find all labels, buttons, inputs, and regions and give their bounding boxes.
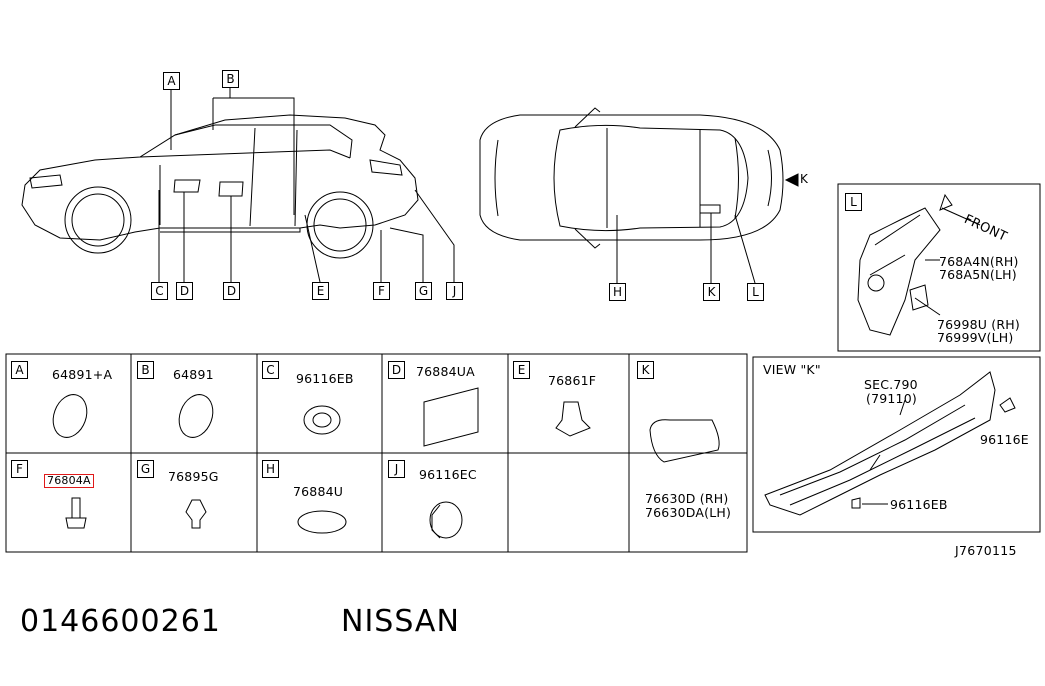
grid-tag-j: J bbox=[388, 460, 405, 478]
callout-h: H bbox=[609, 283, 626, 301]
grid-pn-e: 76861F bbox=[548, 373, 597, 388]
view-k-sec-sub: (79110) bbox=[866, 391, 917, 406]
detail-l-frame bbox=[837, 183, 1041, 352]
detail-l-pn-3: 76998U (RH) bbox=[937, 317, 1020, 332]
grid-pn-b: 64891 bbox=[173, 367, 214, 382]
detail-l-pn-1: 768A4N(RH) bbox=[939, 254, 1019, 269]
grid-pn-g: 76895G bbox=[168, 469, 219, 484]
side-leaders bbox=[158, 86, 455, 283]
callout-g: G bbox=[415, 282, 432, 300]
grid-pn-a: 64891+A bbox=[52, 367, 113, 382]
detail-l-pn-4: 76999V(LH) bbox=[937, 330, 1014, 345]
view-k-sec: SEC.790 bbox=[864, 377, 918, 392]
grid-pn-f-highlighted: 76804A bbox=[44, 474, 94, 488]
grid-pn-k-rh: 76630D (RH) bbox=[645, 491, 729, 506]
side-view-car bbox=[21, 114, 419, 259]
grid-pn-d: 76884UA bbox=[416, 364, 475, 379]
callout-l: L bbox=[747, 283, 764, 301]
top-view-car bbox=[479, 107, 784, 249]
callout-k: K bbox=[703, 283, 720, 301]
grid-tag-c: C bbox=[262, 361, 279, 379]
grid-tag-f: F bbox=[11, 460, 28, 478]
footer-part-number: 0146600261 bbox=[20, 604, 221, 639]
callout-e: E bbox=[312, 282, 329, 300]
grid-pn-c: 96116EB bbox=[296, 371, 354, 386]
detail-l-tag: L bbox=[845, 193, 862, 211]
footer-brand: NISSAN bbox=[341, 604, 460, 639]
grid-tag-d: D bbox=[388, 361, 405, 379]
view-k-title: VIEW "K" bbox=[763, 362, 821, 377]
callout-f: F bbox=[373, 282, 390, 300]
view-k-part-bottom: 96116EB bbox=[890, 497, 948, 512]
grid-tag-b: B bbox=[137, 361, 154, 379]
grid-pn-j: 96116EC bbox=[419, 467, 477, 482]
part-sketches bbox=[52, 387, 720, 539]
callout-b: B bbox=[222, 70, 239, 88]
grid-lines bbox=[5, 353, 748, 553]
view-k-sketch bbox=[764, 371, 1016, 516]
grid-tag-g: G bbox=[137, 460, 154, 478]
diagram-code: J7670115 bbox=[955, 543, 1017, 558]
grid-pn-k-lh: 76630DA(LH) bbox=[645, 505, 732, 520]
grid-tag-k: K bbox=[637, 361, 654, 379]
callout-c: C bbox=[151, 282, 168, 300]
detail-l-pn-2: 768A5N(LH) bbox=[939, 267, 1017, 282]
view-k-arrow-label: K bbox=[800, 172, 809, 186]
callout-d1: D bbox=[176, 282, 193, 300]
callout-a: A bbox=[163, 72, 180, 90]
grid-tag-e: E bbox=[513, 361, 530, 379]
view-k-frame bbox=[752, 356, 1041, 533]
callout-d2: D bbox=[223, 282, 240, 300]
view-k-part-right: 96116E bbox=[980, 432, 1029, 447]
detail-l-sketch bbox=[857, 193, 981, 336]
callout-j: J bbox=[446, 282, 463, 300]
grid-tag-a: A bbox=[11, 361, 28, 379]
grid-tag-h: H bbox=[262, 460, 279, 478]
grid-pn-h: 76884U bbox=[293, 484, 344, 499]
top-leaders bbox=[616, 173, 799, 284]
